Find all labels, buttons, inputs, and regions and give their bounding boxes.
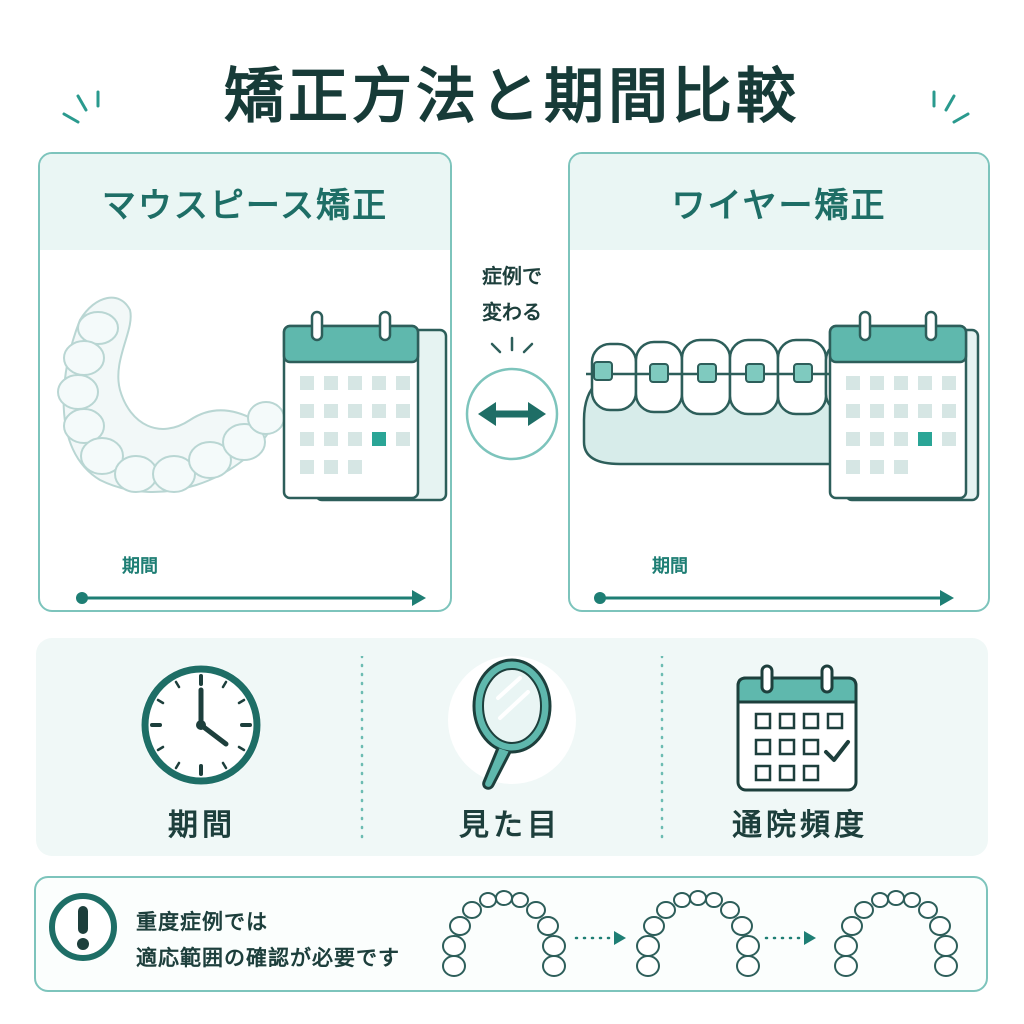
- calendar-icon: [828, 310, 980, 502]
- notice-text: 重度症例では 適応範囲の確認が必要です: [136, 904, 400, 976]
- aligner-illustration: [57, 296, 448, 606]
- clear-aligner-icon: [57, 296, 285, 493]
- calendar-icon: [282, 310, 448, 502]
- period-arrow: [76, 590, 426, 606]
- exclamation-icon: [49, 893, 117, 961]
- period-arrow: [594, 590, 954, 606]
- wire-card: ワイヤー矯正: [568, 152, 990, 612]
- sparkle-right-icon: [932, 90, 970, 124]
- aligner-period-label: 期間: [122, 556, 158, 577]
- case-varies-note: 症例で 変わる: [462, 258, 562, 330]
- page-title: 矯正方法と期間比較: [224, 62, 800, 132]
- case-varies-line1: 症例で: [482, 264, 542, 288]
- hand-mirror-icon: [448, 656, 576, 790]
- clock-icon: [141, 665, 261, 785]
- feature-divider: [360, 656, 364, 842]
- case-varies-line2: 変わる: [482, 300, 542, 324]
- feature-label-period: 期間: [168, 808, 236, 843]
- notice-line1: 重度症例では: [136, 910, 268, 934]
- double-arrow-icon: [465, 367, 559, 461]
- dental-arch-icon-1: [442, 890, 566, 977]
- sparkle-left-icon: [62, 90, 100, 124]
- emphasis-marks-icon: [490, 336, 534, 354]
- notice-line2: 適応範囲の確認が必要です: [136, 946, 400, 970]
- wire-card-title: ワイヤー矯正: [570, 154, 988, 250]
- aligner-card: マウスピース矯正: [38, 152, 452, 612]
- feature-label-visit-frequency: 通院頻度: [732, 808, 868, 843]
- wire-period-label: 期間: [652, 556, 688, 577]
- feature-label-appearance: 見た目: [459, 808, 561, 843]
- arch-progression: [442, 890, 958, 977]
- feature-divider: [660, 656, 664, 842]
- dental-arch-icon-3: [834, 890, 958, 977]
- aligner-card-title: マウスピース矯正: [40, 154, 450, 250]
- arrow-head: [614, 931, 626, 945]
- dental-arch-icon-2: [636, 890, 760, 977]
- wire-illustration: [582, 310, 980, 606]
- arrow-head: [804, 931, 816, 945]
- calendar-check-icon: [736, 664, 858, 792]
